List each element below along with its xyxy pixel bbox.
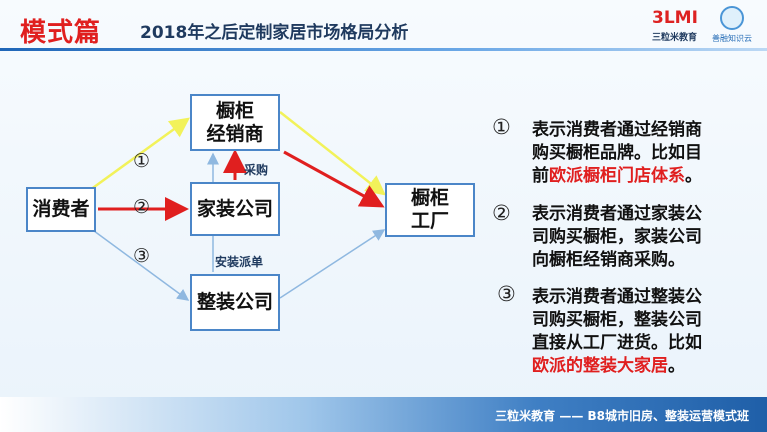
exp3-line1: 表示消费者通过整装公: [532, 287, 702, 307]
node-home-deco-label: 家装公司: [196, 197, 273, 220]
exp1-line3-prefix: 前: [532, 166, 549, 186]
explanation-2-number: ②: [492, 201, 511, 225]
exp1-highlight: 欧派橱柜门店体系: [549, 166, 685, 186]
node-whole-deco-company: 整装公司: [190, 274, 280, 331]
node-consumer: 消费者: [26, 187, 96, 232]
footer-bar: 三粒米教育 —— B8城市旧房、整装运营模式班: [0, 397, 767, 432]
explanation-3-number: ③: [497, 282, 516, 306]
knowledge-badge: 善融知识云: [712, 6, 752, 46]
node-home-deco-company: 家装公司: [190, 182, 280, 236]
badge-icon: [720, 6, 744, 30]
logo-subtext: 三粒米教育: [652, 33, 698, 43]
label-dispatch: 安装派单: [215, 255, 264, 269]
arrow-consumer-to-dealer: [89, 117, 191, 192]
page-subtitle: 2018年之后定制家居市场格局分析: [140, 23, 409, 43]
node-whole-deco-label: 整装公司: [196, 291, 273, 314]
exp3-line2: 司购买橱柜，整装公司: [532, 310, 702, 330]
explanation-1-text: 表示消费者通过经销商 购买橱柜品牌。比如目 前欧派橱柜门店体系。: [532, 119, 762, 188]
exp2-line2: 司购买橱柜，家装公司: [532, 227, 702, 247]
path-number-3: ③: [133, 245, 151, 267]
arrow-dealer-to-factory-red: [283, 150, 385, 208]
exp3-line4-suffix: 。: [668, 356, 685, 376]
exp3-highlight: 欧派的整装大家居: [532, 356, 668, 376]
explanation-2-text: 表示消费者通过家装公 司购买橱柜，家装公司 向橱柜经销商采购。: [532, 203, 762, 272]
node-factory-line1: 橱柜: [410, 187, 449, 210]
node-cabinet-factory: 橱柜 工厂: [385, 183, 475, 237]
node-factory-line2: 工厂: [410, 210, 449, 232]
path-number-1: ①: [133, 150, 151, 172]
badge-text: 善融知识云: [712, 34, 752, 43]
arrow-whole-deco-to-factory: [279, 229, 386, 299]
logo-text: 3LMI: [652, 8, 698, 28]
node-dealer-line2: 经销商: [206, 122, 264, 145]
node-cabinet-dealer: 橱柜 经销商: [190, 94, 280, 151]
exp2-line3: 向橱柜经销商采购。: [532, 250, 685, 270]
arrow-dealer-to-factory: [279, 111, 386, 196]
header-bar: 模式篇 2018年之后定制家居市场格局分析 3LMI 三粒米教育 善融知识云: [0, 0, 767, 54]
node-consumer-label: 消费者: [32, 198, 90, 221]
arrow-consumer-to-whole-deco: [89, 227, 190, 301]
path-number-2: ②: [133, 196, 151, 218]
exp2-line1: 表示消费者通过家装公: [532, 204, 702, 224]
exp1-line2: 购买橱柜品牌。比如目: [532, 143, 702, 163]
label-purchase: 采购: [244, 163, 269, 177]
explanation-1-number: ①: [492, 115, 511, 139]
node-dealer-line1: 橱柜: [215, 99, 254, 122]
page-title: 模式篇: [20, 18, 102, 48]
exp3-line3: 直接从工厂进货。比如: [532, 333, 702, 353]
brand-logo: 3LMI 三粒米教育: [652, 8, 708, 44]
footer-text: 三粒米教育 —— B8城市旧房、整装运营模式班: [495, 409, 749, 423]
explanation-3-text: 表示消费者通过整装公 司购买橱柜，整装公司 直接从工厂进货。比如 欧派的整装大家…: [532, 286, 762, 378]
exp1-line3-suffix: 。: [685, 166, 702, 186]
exp1-line1: 表示消费者通过经销商: [532, 120, 702, 140]
header-divider: [0, 48, 767, 51]
